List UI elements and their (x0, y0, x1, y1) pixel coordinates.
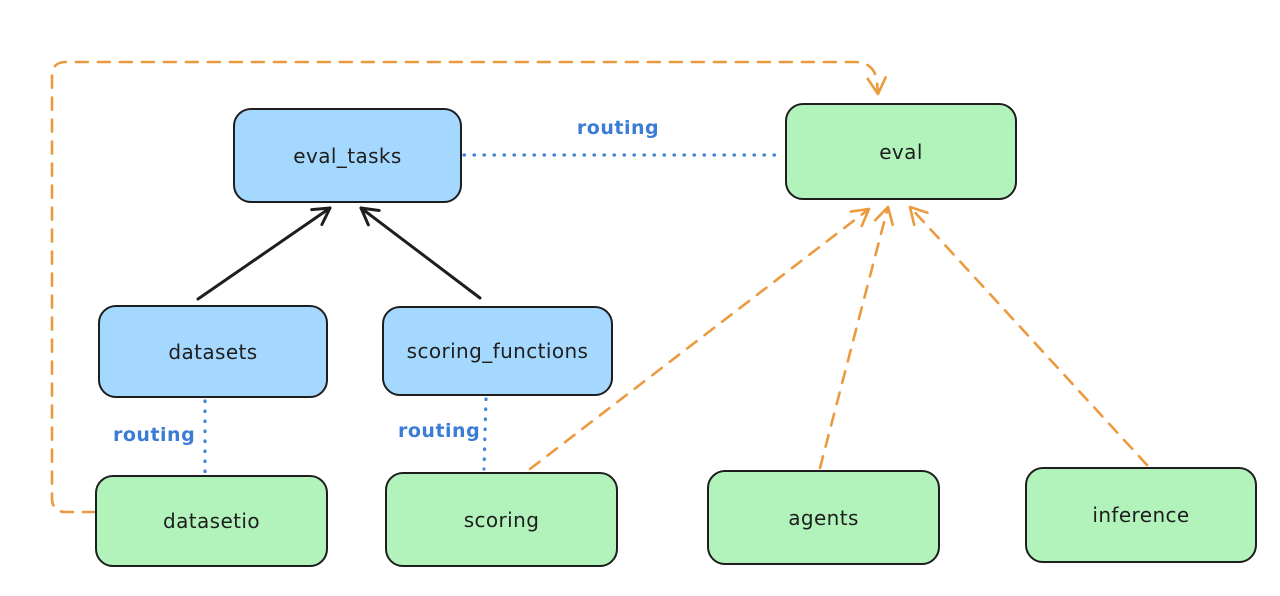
node-scoring: scoring (385, 472, 618, 567)
node-eval-tasks-label: eval_tasks (293, 143, 402, 168)
node-agents: agents (707, 470, 940, 565)
node-eval-tasks: eval_tasks (233, 108, 462, 203)
node-inference-label: inference (1092, 503, 1190, 527)
edge-agents-to-eval (818, 205, 894, 470)
routing-label-datasets-datasetio: routing (113, 424, 196, 446)
node-scoring-label: scoring (463, 507, 540, 532)
node-inference: inference (1025, 467, 1257, 563)
node-eval-label: eval (879, 139, 923, 164)
node-agents-label: agents (788, 505, 859, 530)
node-scoring-functions-label: scoring_functions (406, 339, 589, 363)
routing-label-scoring-functions-scoring: routing (398, 420, 481, 442)
edge-scoring_functions-to-scoring-routing (482, 397, 488, 471)
routing-label-eval-tasks-eval: routing (576, 117, 660, 139)
edge-scoring-to-eval (528, 207, 871, 471)
node-datasetio: datasetio (95, 475, 328, 567)
node-eval: eval (785, 103, 1017, 200)
edge-datasets-to-eval_tasks (196, 206, 332, 301)
node-datasetio-label: datasetio (162, 509, 260, 533)
node-scoring-functions: scoring_functions (382, 306, 613, 396)
node-datasets-label: datasets (168, 339, 258, 364)
node-datasets: datasets (98, 305, 328, 398)
edge-datasetio-to-eval-loop (50, 60, 887, 514)
edge-scoring_functions-to-eval_tasks (359, 206, 482, 300)
edge-inference-to-eval (908, 205, 1149, 467)
